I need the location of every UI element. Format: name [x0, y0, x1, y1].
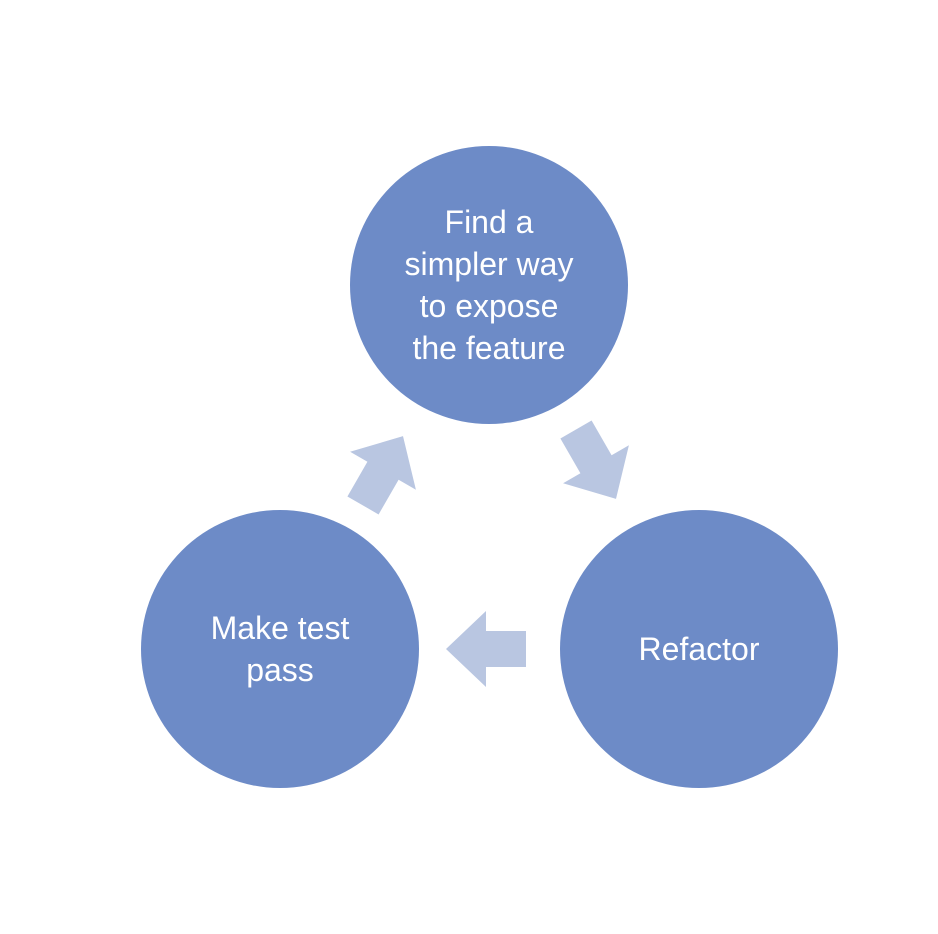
arrow-left-to-top	[347, 436, 416, 515]
node-find-simpler-way-label: Find a simpler way to expose the feature	[404, 204, 574, 366]
node-make-test-pass-label: Make test pass	[210, 610, 350, 688]
arrow-right-to-left	[446, 611, 526, 687]
node-refactor-label: Refactor	[638, 631, 760, 667]
node-find-simpler-way: Find a simpler way to expose the feature	[350, 146, 628, 424]
arrow-top-to-right	[560, 420, 629, 499]
node-make-test-pass: Make test pass	[141, 510, 419, 788]
node-refactor: Refactor	[560, 510, 838, 788]
